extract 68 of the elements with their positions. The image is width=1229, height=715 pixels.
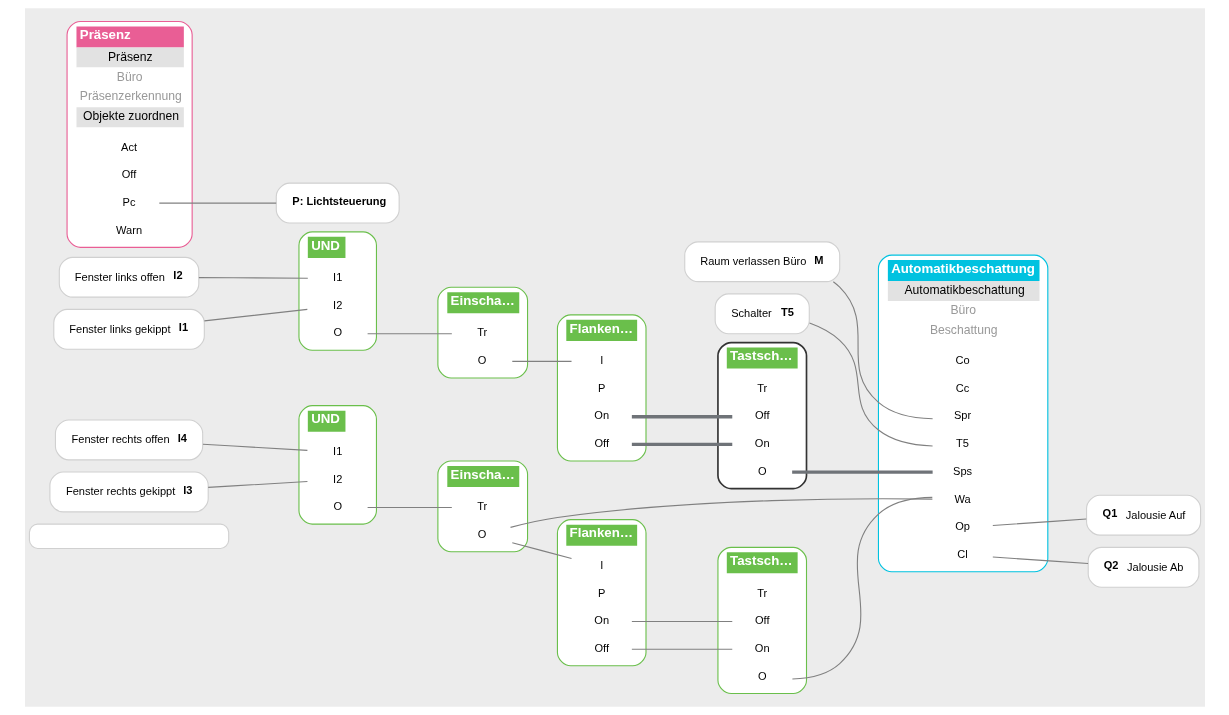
node-text: P [597, 381, 605, 394]
node-text: On [593, 409, 609, 422]
node-text: I [599, 354, 603, 367]
node-text: Off [121, 168, 136, 181]
node-text: Cl [956, 547, 968, 560]
connector [197, 277, 308, 279]
node-text: I2 [332, 298, 342, 311]
node-text: Cc [955, 381, 969, 394]
node-text: O [332, 326, 342, 339]
node-box: Raum verlassen Büro M [683, 241, 840, 283]
node-text: Sps [952, 464, 972, 477]
node-text: Spr [953, 409, 971, 422]
node-text: I1 [332, 271, 342, 284]
node-box: P: Lichtsteuerung [275, 182, 400, 224]
connector [630, 620, 733, 623]
node-text: I [599, 558, 603, 571]
node-box: Fenster links gekippt I1 [52, 308, 205, 350]
node-text: I1 [332, 444, 342, 457]
node-text: Tr [476, 326, 487, 339]
node-text: O [477, 354, 486, 367]
node-text: On [593, 614, 609, 627]
connector [511, 542, 572, 560]
node-text: Tr [476, 500, 487, 513]
node-box: Schalter T5 [714, 293, 810, 335]
connector [791, 496, 933, 680]
node-text: O [757, 464, 767, 477]
node-text: I2 [332, 472, 342, 485]
node-text: T5 [955, 437, 969, 450]
node-text: O [477, 527, 486, 540]
node-text: Co [955, 354, 970, 367]
node-text: Off [754, 409, 769, 422]
node-text: Tr [756, 586, 767, 599]
connector [832, 281, 933, 420]
connector [631, 442, 732, 447]
connector [808, 322, 933, 447]
connector [366, 333, 452, 335]
connector [201, 443, 308, 451]
node-text: On [754, 437, 770, 450]
connector [207, 480, 308, 488]
node-text: Off [754, 614, 769, 627]
connector [631, 415, 732, 419]
node-text: Tr [756, 381, 767, 394]
connector [630, 648, 733, 650]
connector [791, 470, 933, 474]
node-text: Pc [122, 195, 136, 208]
node-text: Act [120, 140, 137, 153]
node-text: Off [593, 641, 609, 654]
node-text: P [597, 586, 605, 599]
node-box: Fenster links offen I2 [58, 256, 199, 298]
connector [511, 360, 572, 362]
connector [509, 498, 933, 528]
node-text: On [754, 641, 770, 654]
node-text: Warn [115, 223, 142, 236]
connector [991, 518, 1087, 526]
node-text: Op [954, 520, 970, 533]
node-text: Wa [953, 492, 971, 505]
node-box: Q2 Jalousie Ab [1087, 546, 1199, 588]
node-text: O [757, 669, 767, 682]
node-box: Fenster rechts gekippt I3 [48, 471, 209, 513]
node-box: Q1 Jalousie Auf [1085, 494, 1201, 536]
node-text: O [332, 500, 342, 513]
connector [366, 506, 452, 509]
connector [991, 556, 1089, 565]
connector [203, 308, 308, 322]
node-box: Fenster rechts offen I4 [54, 419, 203, 461]
connector [158, 202, 277, 204]
node-text: Off [593, 437, 609, 450]
node-box [28, 523, 229, 549]
